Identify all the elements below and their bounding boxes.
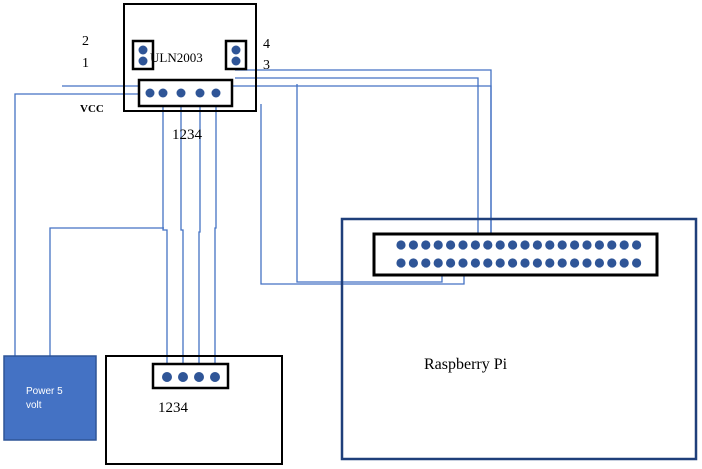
gpio-pin [557, 240, 567, 250]
wires [14, 69, 492, 377]
gpio-pin [470, 258, 480, 268]
motor-header-pin-1 [162, 372, 172, 382]
raspberry-pi-board: Raspberry Pi [340, 217, 698, 461]
raspberry-pi-outline [340, 217, 698, 461]
gpio-pin [433, 258, 443, 268]
gpio-pin [520, 240, 530, 250]
gpio-pin [570, 240, 580, 250]
driver-left-jumper-block [131, 39, 155, 71]
right-pin-label-top: 4 [263, 37, 270, 52]
gpio-pin [532, 258, 543, 268]
gpio-pin [507, 258, 518, 268]
driver-right-jumper-pin-4 [231, 45, 241, 55]
gpio-pin [532, 240, 543, 250]
gpio-pin [495, 258, 505, 268]
gpio-pin-grid [396, 240, 642, 268]
motor-header-pin-2 [178, 372, 188, 382]
gpio-pin [557, 258, 567, 268]
driver-right-jumper-pin-3 [231, 56, 241, 66]
gpio-pin [594, 240, 605, 250]
wire-pi-connector-1 [235, 77, 479, 260]
driver-left-jumper-pin-1 [138, 56, 148, 66]
driver-right-jumper-block [224, 39, 248, 71]
gpio-pin [446, 258, 456, 268]
driver-header-pin-1 [158, 88, 168, 98]
power-label-line2: volt [26, 400, 42, 411]
gpio-pin [470, 240, 480, 250]
left-pin-label-top: 2 [82, 34, 89, 49]
gpio-pin [495, 240, 505, 250]
wire-vcc-to-power [14, 93, 150, 360]
gpio-pin [632, 240, 642, 250]
raspberry-pi-label: Raspberry Pi [424, 356, 508, 373]
driver-board-outline [123, 3, 257, 112]
gpio-pin [396, 240, 406, 250]
gpio-pin [408, 240, 418, 250]
gpio-pin [408, 258, 418, 268]
gpio-pin [632, 258, 642, 268]
gpio-pin [607, 240, 617, 250]
gpio-pin [607, 258, 617, 268]
gpio-pin [545, 240, 555, 250]
driver-left-jumper-pin-2 [138, 45, 148, 55]
wire-pin3-to-motor [198, 96, 201, 377]
gpio-pin [582, 240, 592, 250]
motor-header-pin-4 [210, 372, 220, 382]
power-supply: Power 5 volt [3, 355, 97, 441]
driver-header-pin-2 [176, 88, 186, 98]
gpio-pin [483, 258, 493, 268]
wire-pin4-to-motor [214, 96, 217, 377]
gpio-pin [619, 258, 629, 268]
gpio-pin [594, 258, 605, 268]
gpio-pin [446, 240, 456, 250]
driver-chip-label: ULN2003 [150, 50, 203, 65]
gpio-pin [483, 240, 493, 250]
power-label-line1: Power 5 [26, 386, 63, 397]
stepper-motor-board: 1234 [105, 355, 283, 465]
motor-header-numbering: 1234 [158, 400, 189, 416]
gpio-pin [582, 258, 592, 268]
gpio-pin [396, 258, 406, 268]
motor-header-pin-3 [194, 372, 204, 382]
wire-ground-to-power [49, 227, 164, 360]
gpio-pin [545, 258, 555, 268]
driver-header-pin-vcc [145, 88, 155, 98]
gpio-pin [619, 240, 629, 250]
gpio-pin [421, 258, 431, 268]
gpio-pin [520, 258, 530, 268]
right-pin-label-bottom: 3 [263, 58, 270, 73]
power-supply-box [3, 355, 97, 441]
gpio-pin [458, 240, 468, 250]
gpio-pin [570, 258, 580, 268]
wire-pin1-to-motor [162, 96, 168, 377]
gpio-pin [507, 240, 518, 250]
wire-pin2-to-motor [180, 96, 184, 377]
left-pin-label-bottom: 1 [82, 56, 89, 71]
gpio-pin [458, 258, 468, 268]
gpio-pin [433, 240, 443, 250]
gpio-header [372, 232, 659, 277]
gpio-pin [421, 240, 431, 250]
wire-pi-to-driver-top [235, 69, 492, 242]
motor-board-outline [105, 355, 283, 465]
vcc-label: VCC [80, 103, 104, 115]
uln2003-driver-board: ULN2003 2 1 4 3 VCC 1234 [80, 3, 270, 143]
driver-header-pin-3 [195, 88, 205, 98]
driver-header-pin-4 [211, 88, 221, 98]
driver-header-numbering: 1234 [172, 127, 203, 143]
